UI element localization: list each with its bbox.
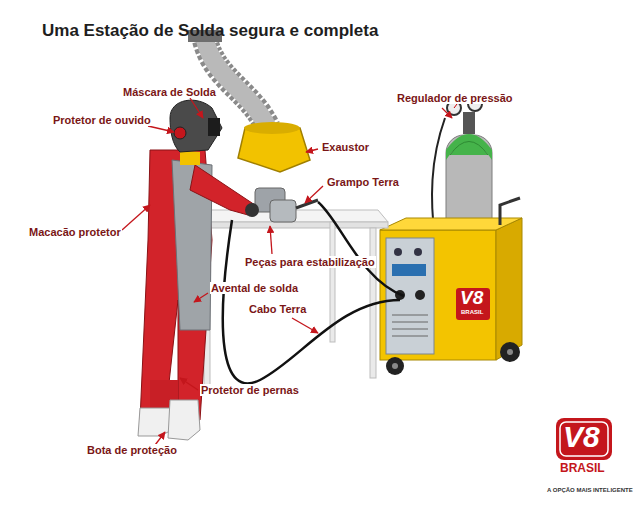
logo-text: V8	[562, 420, 601, 453]
part-label: Grampo Terra	[326, 176, 400, 188]
title: Uma Estação de Solda segura e completa	[42, 22, 378, 41]
brand-mark: V8	[459, 288, 484, 309]
part-label: Avental de solda	[210, 282, 299, 294]
part-label: Protetor de ouvido	[52, 114, 152, 126]
part-label: Máscara de Solda	[122, 86, 217, 98]
part-label: Exaustor	[321, 141, 370, 153]
logo-text: BRASIL	[559, 462, 606, 475]
part-label: Bota de proteção	[86, 444, 178, 456]
brand-mark: BRASIL	[460, 309, 484, 316]
slogan: A OPÇÃO MAIS INTELIGENTE	[546, 487, 634, 494]
part-label: Peças para estabilização	[244, 256, 376, 268]
part-label: Regulador de pressão	[396, 92, 514, 104]
part-label: Macacão protetor	[28, 226, 122, 238]
part-label: Protetor de pernas	[200, 384, 300, 396]
part-label: Cabo Terra	[248, 303, 307, 315]
